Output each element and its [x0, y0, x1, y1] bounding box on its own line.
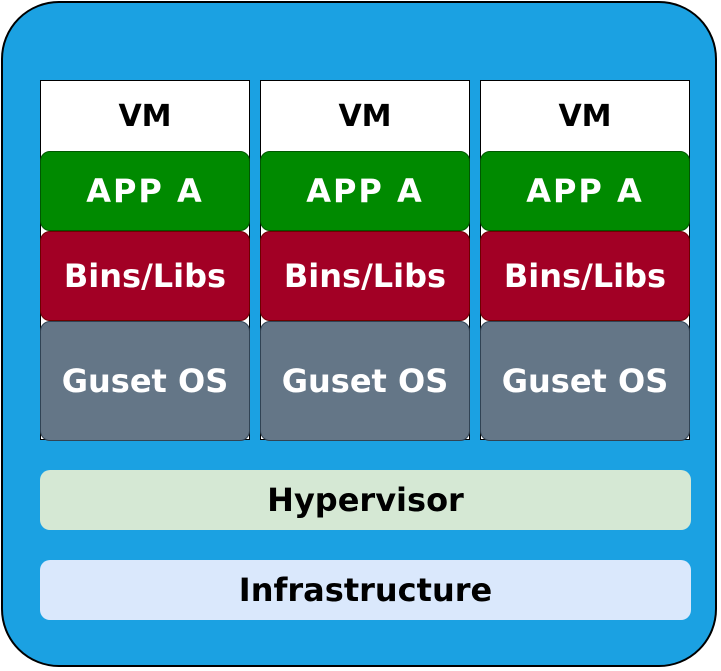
vm-title: VM [338, 98, 392, 134]
guest-os-layer: Guset OS [40, 321, 250, 441]
vm-title: VM [118, 98, 172, 134]
vm-box-3: VM APP A Bins/Libs Guset OS [480, 80, 690, 441]
vm-title: VM [558, 98, 612, 134]
app-layer: APP A [40, 151, 250, 231]
bins-libs-layer: Bins/Libs [480, 231, 690, 321]
vm-box-1: VM APP A Bins/Libs Guset OS [40, 80, 250, 441]
app-layer: APP A [260, 151, 470, 231]
guest-os-layer: Guset OS [260, 321, 470, 441]
vm-box-2: VM APP A Bins/Libs Guset OS [260, 80, 470, 441]
bins-libs-layer: Bins/Libs [40, 231, 250, 321]
guest-os-layer: Guset OS [480, 321, 690, 441]
app-layer: APP A [480, 151, 690, 231]
bins-libs-layer: Bins/Libs [260, 231, 470, 321]
hypervisor-layer: Hypervisor [40, 470, 691, 530]
infrastructure-layer: Infrastructure [40, 560, 691, 620]
